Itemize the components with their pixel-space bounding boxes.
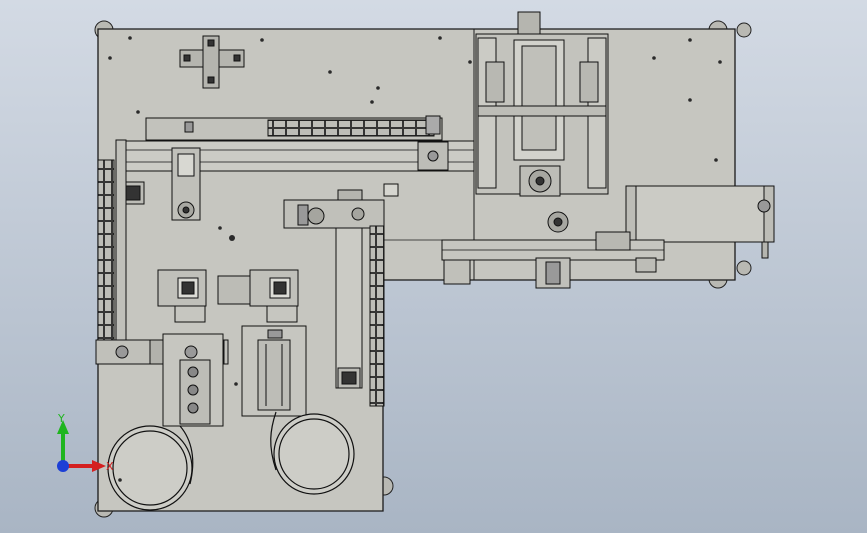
x-axis-label: X <box>106 460 114 473</box>
xy-stage <box>475 11 609 197</box>
wire-reel-left <box>107 425 194 511</box>
conveyor-arm <box>547 185 775 259</box>
sensor-block-pair <box>157 269 299 323</box>
cable-chain-left <box>97 159 115 343</box>
vertical-linear-module <box>283 183 399 407</box>
mounting-holes <box>108 36 722 482</box>
coordinate-triad: Y X <box>57 412 114 473</box>
x-axis-arrowhead <box>92 460 106 472</box>
z-axis-dot <box>57 460 69 472</box>
right-feeder <box>241 325 307 417</box>
y-axis-label: Y <box>57 412 65 425</box>
y-axis-arrowhead <box>57 420 69 434</box>
left-feeder <box>162 333 224 427</box>
lower-rail <box>441 231 665 289</box>
wire-reel-right <box>270 411 355 495</box>
cross-bracket <box>179 35 245 89</box>
